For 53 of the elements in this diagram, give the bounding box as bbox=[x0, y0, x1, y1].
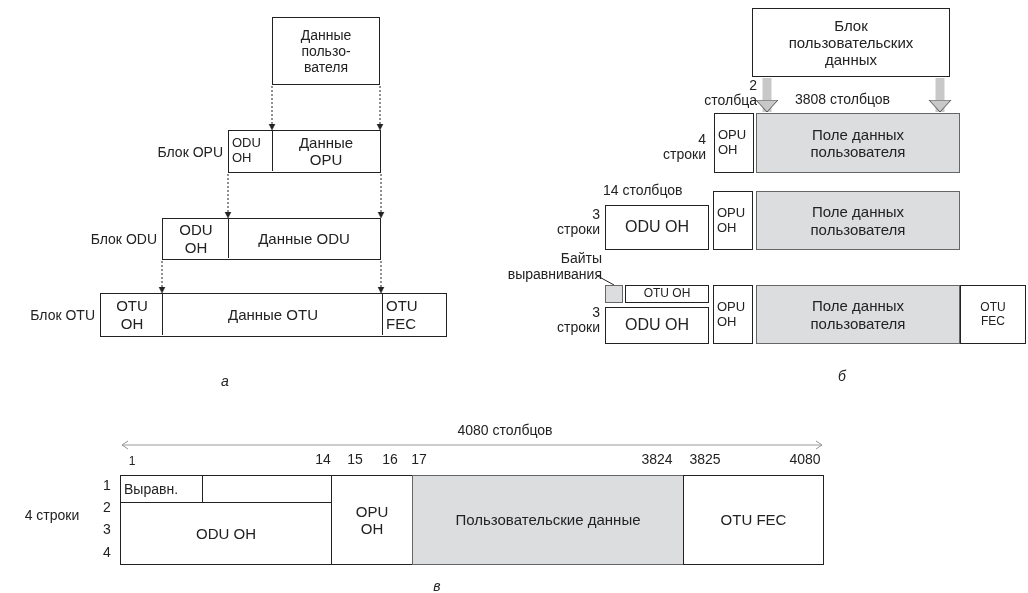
padding-field bbox=[605, 285, 623, 303]
block-label: Блок OTU bbox=[30, 307, 95, 323]
data-box: Блок пользовательских данных bbox=[752, 8, 950, 77]
block-label: Блок OPU bbox=[157, 143, 223, 160]
row-number: 4 bbox=[103, 545, 111, 561]
overhead-field: ODU OH bbox=[605, 205, 709, 250]
fec-field: OTU FEC bbox=[960, 285, 1026, 344]
column-number: 14 bbox=[315, 452, 331, 468]
payload-field: Пользовательские данные bbox=[412, 475, 684, 565]
payload-field: Поле данных пользователя bbox=[756, 191, 960, 250]
fec-field: OTU FEC bbox=[683, 475, 824, 565]
row-number: 3 bbox=[103, 522, 111, 538]
overhead-field: OPU OH bbox=[713, 285, 753, 344]
arrow bbox=[224, 173, 232, 219]
data-box: Данные пользо-вателя bbox=[272, 17, 380, 85]
panel-letter: в bbox=[433, 579, 441, 593]
column-number: 3824 bbox=[641, 452, 673, 468]
row-number: 2 bbox=[103, 500, 111, 516]
dimension-label: 3 строки bbox=[556, 207, 600, 238]
overhead-field: Выравн. bbox=[120, 475, 203, 503]
overhead-field: ODU OH bbox=[120, 502, 332, 565]
payload-field: Поле данных пользователя bbox=[756, 113, 960, 173]
arrow bbox=[377, 260, 385, 294]
overhead-field: OPU OH bbox=[714, 113, 754, 173]
dimension-label: 4080 столбцов bbox=[457, 423, 553, 439]
dimension-label: 14 столбцов bbox=[603, 183, 683, 199]
payload-field: Поле данных пользователя bbox=[756, 285, 960, 344]
dimension-label: 3 строки bbox=[556, 305, 600, 336]
column-number: 15 bbox=[347, 452, 363, 468]
arrow bbox=[268, 85, 276, 131]
row-number: 1 bbox=[103, 478, 111, 494]
arrow bbox=[376, 85, 384, 131]
column-number: 3825 bbox=[689, 452, 721, 468]
dimension-label: 3808 столбцов bbox=[795, 92, 891, 108]
panel-letter: а bbox=[221, 374, 229, 390]
column-number: 1 bbox=[128, 455, 136, 469]
overhead-field: OPU OH bbox=[713, 191, 753, 250]
overhead-field: OTU OH bbox=[625, 285, 709, 303]
dimension-label: 4 строки bbox=[24, 508, 80, 524]
dimension-label: 4 строки bbox=[662, 132, 706, 163]
callout-label: Байты выравнивания bbox=[492, 250, 602, 283]
column-number: 17 bbox=[411, 452, 427, 468]
column-number: 16 bbox=[382, 452, 398, 468]
block-label: Блок ODU bbox=[90, 231, 157, 247]
arrow bbox=[158, 260, 166, 294]
dimension-label: 2 столбца bbox=[703, 78, 757, 109]
block-arrow bbox=[928, 78, 952, 113]
panel-letter: б bbox=[838, 369, 846, 385]
arrow bbox=[377, 173, 385, 219]
overhead-field: ODU OH bbox=[605, 307, 709, 344]
block-arrow bbox=[755, 78, 779, 113]
column-number: 4080 bbox=[789, 452, 821, 468]
overhead-field: OPU OH bbox=[331, 475, 413, 565]
